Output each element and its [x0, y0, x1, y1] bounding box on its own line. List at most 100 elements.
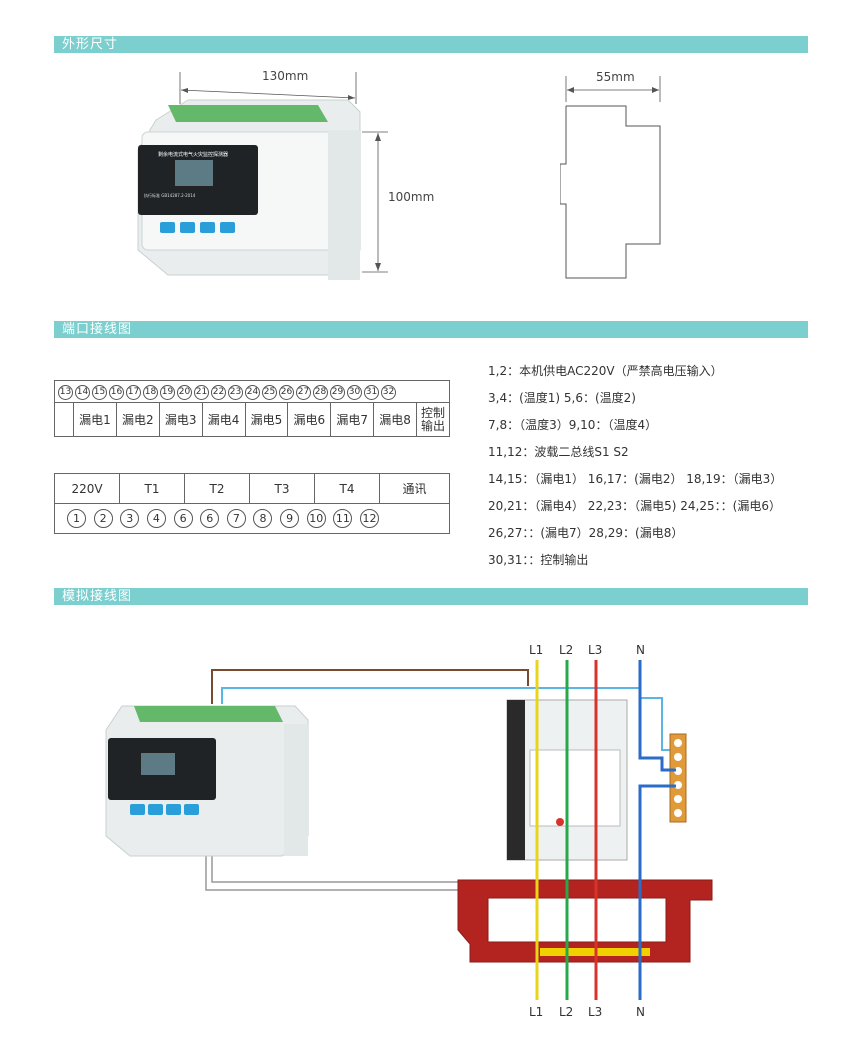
terminal-4: 4 — [146, 509, 166, 528]
note-5: 14,15：（漏电1） 16,17：(漏电2） 18,19：（漏电3） — [488, 472, 783, 486]
terminal-1: 1 — [67, 509, 86, 528]
terminal-13: 13 — [58, 385, 73, 400]
terminal-22: 22 — [211, 385, 226, 400]
terminal-18: 18 — [143, 385, 158, 400]
note-2: 3,4：(温度1) 5,6：(温度2) — [488, 391, 636, 405]
header-t4: T4 — [314, 473, 380, 504]
terminal-5: 6 — [173, 509, 193, 528]
terminal-25: 25 — [262, 385, 277, 400]
label-leak1: 漏电1 — [73, 402, 117, 437]
header-220v: 220V — [54, 473, 120, 504]
label-output: 输出 — [420, 418, 445, 433]
phase-label-l2-top: L2 — [559, 643, 574, 657]
bottom-terminal-table: 220V T1 T2 T3 T4 通讯 1 2 3 4 6 6 7 8 9 10… — [54, 473, 450, 534]
terminal-2: 2 — [93, 509, 113, 528]
header-t2: T2 — [184, 473, 250, 504]
device-button-w1 — [130, 804, 145, 815]
section-title-dimensions: 外形尺寸 — [62, 37, 119, 52]
phase-label-l3-top: L3 — [588, 643, 603, 657]
phase-label-l1-top: L1 — [529, 643, 544, 657]
terminal-10: 10 — [306, 509, 326, 528]
device-button-w2 — [148, 804, 163, 815]
header-t3: T3 — [249, 473, 315, 504]
terminal-20: 20 — [177, 385, 192, 400]
header-comm: 通讯 — [379, 473, 450, 504]
terminal-27: 27 — [296, 385, 311, 400]
note-3: 7,8：（温度3）9,10：（温度4） — [488, 418, 658, 432]
height-dimension-line — [362, 131, 388, 273]
section-bar-wiring: 模拟接线图 — [54, 588, 808, 605]
terminal-6: 6 — [200, 509, 220, 528]
phase-label-n-top: N — [636, 643, 645, 657]
terminal-21: 21 — [194, 385, 209, 400]
phase-label-n-bottom: N — [636, 1005, 645, 1019]
terminal-12: 12 — [360, 509, 380, 528]
terminal-31: 31 — [364, 385, 379, 400]
section-bar-ports: 端口接线图 — [54, 321, 808, 338]
device-button-w4 — [184, 804, 199, 815]
terminal-3: 3 — [120, 509, 140, 528]
bottom-terminal-numbers: 1 2 3 4 6 6 7 8 9 10 11 12 — [54, 503, 450, 534]
lcd-screen — [174, 159, 214, 187]
device-title: 剩余电流式电气火灾监控探测器 — [158, 152, 229, 158]
terminal-19: 19 — [160, 385, 175, 400]
terminal-16: 16 — [109, 385, 124, 400]
device-photo-top: 剩余电流式电气火灾监控探测器 执行标准 GB14287.2-2014 — [128, 90, 368, 280]
lcd-screen-wiring — [140, 752, 176, 776]
note-1: 1,2：本机供电AC220V（严禁高电压输入） — [488, 364, 723, 378]
note-8: 30,31：：控制输出 — [488, 553, 589, 567]
device-panel-wiring — [108, 738, 216, 800]
label-leak2: 漏电2 — [115, 402, 160, 437]
terminal-30: 30 — [347, 385, 362, 400]
width-dimension-label: 130mm — [262, 69, 309, 83]
terminal-9: 9 — [280, 509, 300, 528]
terminal-24: 24 — [245, 385, 260, 400]
terminal-7: 7 — [226, 509, 246, 528]
note-4: 11,12：波载二总线S1 S2 — [488, 445, 629, 459]
width-dimension-line — [179, 72, 357, 104]
section-bar-dimensions: 外形尺寸 — [54, 36, 808, 53]
device-button-1 — [160, 222, 175, 233]
terminal-notes: 1,2：本机供电AC220V（严禁高电压输入） 3,4：(温度1) 5,6：(温… — [488, 358, 782, 574]
terminal-17: 17 — [126, 385, 141, 400]
label-control-output: 控制输出 — [416, 402, 450, 437]
device-standard: 执行标准 GB14287.2-2014 — [144, 193, 196, 198]
header-t1: T1 — [119, 473, 185, 504]
label-leak3: 漏电3 — [158, 402, 203, 437]
terminal-14: 14 — [75, 385, 90, 400]
height-dimension-label: 100mm — [388, 190, 435, 204]
section-title-wiring: 模拟接线图 — [62, 589, 133, 604]
device-button-2 — [180, 222, 195, 233]
terminal-26: 26 — [279, 385, 294, 400]
phase-label-l1-bottom: L1 — [529, 1005, 544, 1019]
terminal-8: 8 — [253, 509, 273, 528]
terminal-29: 29 — [330, 385, 345, 400]
section-title-ports: 端口接线图 — [62, 322, 133, 337]
device-button-4 — [220, 222, 235, 233]
device-panel-top: 剩余电流式电气火灾监控探测器 执行标准 GB14287.2-2014 — [138, 145, 258, 215]
phase-label-l3-bottom: L3 — [588, 1005, 603, 1019]
terminal-32: 32 — [381, 385, 396, 400]
side-profile-drawing — [560, 76, 661, 279]
terminal-28: 28 — [313, 385, 328, 400]
note-6: 20,21：（漏电4） 22,23：（漏电5) 24,25：：(漏电6） — [488, 499, 781, 513]
device-photo-wiring — [100, 700, 315, 860]
blank-cell — [54, 402, 74, 437]
terminal-23: 23 — [228, 385, 243, 400]
terminal-15: 15 — [92, 385, 107, 400]
label-leak7: 漏电7 — [330, 402, 375, 437]
label-leak4: 漏电4 — [201, 402, 246, 437]
device-button-3 — [200, 222, 215, 233]
wiring-diagram — [205, 660, 713, 1000]
label-leak5: 漏电5 — [244, 402, 289, 437]
depth-dimension-label: 55mm — [596, 70, 635, 84]
label-leak8: 漏电8 — [373, 402, 417, 437]
label-control: 控制 — [420, 405, 445, 420]
terminal-11: 11 — [333, 509, 353, 528]
device-button-w3 — [166, 804, 181, 815]
phase-label-l2-bottom: L2 — [559, 1005, 574, 1019]
label-leak6: 漏电6 — [287, 402, 332, 437]
note-7: 26,27：：(漏电7）28,29：(漏电8） — [488, 526, 684, 540]
